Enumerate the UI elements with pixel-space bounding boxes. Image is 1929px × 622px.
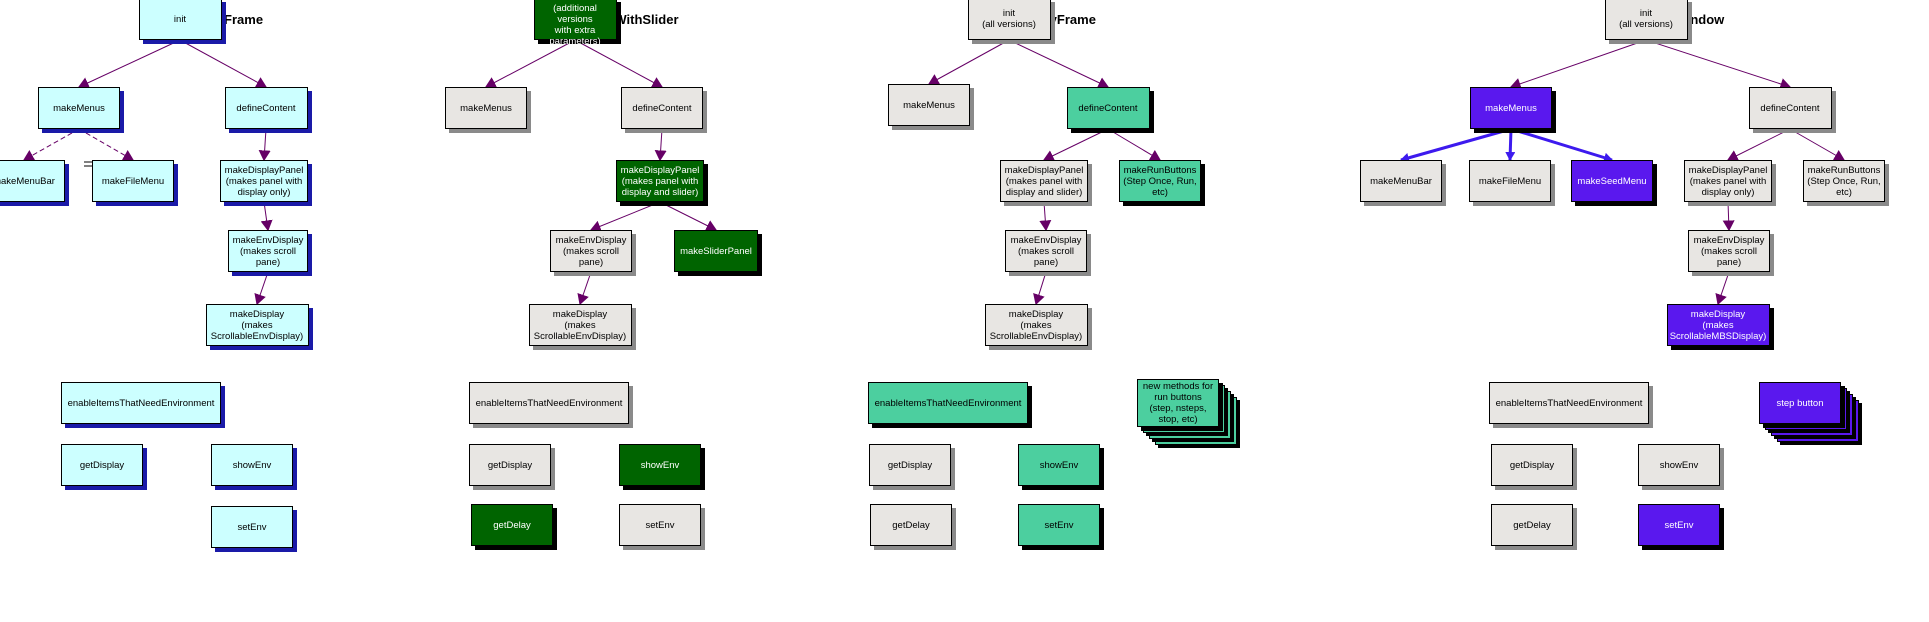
method-node-make-display-panel: makeDisplayPanel (makes panel with displ… [220,160,308,202]
method-node-make-display: makeDisplay (makes ScrollableMBSDisplay) [1666,304,1770,346]
method-node-get-delay: getDelay [870,504,952,546]
call-edge-define-content-to-make-run-buttons [1789,128,1846,161]
call-edge-make-env-display-to-make-display [577,271,592,306]
method-node-enable-items: enableItemsThatNeedEnvironment [469,382,629,424]
method-node-make-seed-menu: makeSeedMenu [1571,160,1653,202]
method-node-enable-items: enableItemsThatNeedEnvironment [1489,382,1649,424]
method-node-enable-items: enableItemsThatNeedEnvironment [61,382,221,424]
method-node-define-content: defineContent [1748,87,1832,129]
call-edge-make-display-panel-to-make-env-display [589,201,661,232]
method-node-enable-items: enableItemsThatNeedEnvironment [868,382,1028,424]
call-edge-make-env-display-to-make-display [254,271,269,306]
call-edge-make-menus-to-make-seed-menu [1510,127,1613,163]
call-edge-init-to-make-menus [927,39,1010,85]
method-node-get-display: getDisplay [1491,444,1573,486]
method-node-get-display: getDisplay [469,444,551,486]
method-node-show-env: showEnv [211,444,293,486]
method-node-init: init (all versions) [1604,0,1688,40]
method-node-make-env-display: makeEnvDisplay (makes scroll pane) [1688,230,1770,272]
call-edge-make-menus-to-make-menu-bar [1400,127,1512,163]
method-node-make-menus: makeMenus [445,87,527,129]
call-edge-init-to-define-content [179,39,268,88]
method-node-show-env: showEnv [619,444,701,486]
method-node-make-display-panel: makeDisplayPanel (makes panel with displ… [616,160,704,202]
method-node-make-display: makeDisplay (makes ScrollableEnvDisplay) [205,304,309,346]
method-node-get-display: getDisplay [869,444,951,486]
call-edge-define-content-to-make-run-buttons [1107,128,1162,161]
call-edge-init-to-define-content [1008,39,1110,89]
call-edge-make-menus-to-make-menu-bar [22,128,80,161]
method-node-make-display: makeDisplay (makes ScrollableEnvDisplay) [528,304,632,346]
method-node-show-env: showEnv [1638,444,1720,486]
method-node-set-env: setEnv [1018,504,1100,546]
call-edge-make-env-display-to-make-display [1033,271,1047,306]
method-node-define-content: defineContent [1066,87,1150,129]
call-edge-define-content-to-make-display-panel [1726,128,1791,162]
method-node-make-slider-panel: makeSliderPanel [674,230,758,272]
call-edge-make-env-display-to-make-display [1715,271,1730,306]
call-edge-init-to-make-menus [484,39,576,88]
method-node-get-delay: getDelay [1491,504,1573,546]
call-edge-make-display-panel-to-make-slider-panel [659,201,718,232]
method-node-make-display-panel: makeDisplayPanel (makes panel with displ… [1684,160,1772,202]
method-node-define-content: defineContent [224,87,308,129]
method-node-init: init [138,0,222,40]
method-node-make-file-menu: makeFileMenu [1469,160,1551,202]
call-edge-define-content-to-make-display-panel [1042,128,1109,162]
call-edge-init-to-make-menus [1509,39,1647,90]
method-node-make-display: makeDisplay (makes ScrollableEnvDisplay) [984,304,1088,346]
method-node-make-menus: makeMenus [38,87,120,129]
method-node-define-content: defineContent [621,87,703,129]
method-node-show-env: showEnv [1018,444,1100,486]
call-edge-make-menus-to-make-file-menu [78,128,135,161]
call-edge-init-to-define-content [1645,39,1792,90]
method-node-make-menu-bar: makeMenuBar [0,160,65,202]
call-edge-make-menus-to-make-file-menu [1505,128,1516,161]
method-node-make-env-display: makeEnvDisplay (makes scroll pane) [550,230,632,272]
method-node-make-file-menu: makeFileMenu [92,160,174,202]
call-edge-init-to-define-content [574,39,664,88]
method-node-make-display-panel: makeDisplayPanel (makes panel with displ… [1000,160,1088,202]
method-node-set-env: setEnv [619,504,701,546]
method-node-get-display: getDisplay [61,444,143,486]
call-edge-make-display-panel-to-make-env-display [1722,201,1735,232]
call-edge-define-content-to-make-display-panel [654,128,667,162]
method-node-make-env-display: makeEnvDisplay (makes scroll pane) [1005,230,1087,272]
method-node-make-run-buttons: makeRunButtons (Step Once, Run, etc) [1119,160,1201,202]
call-edge-make-display-panel-to-make-env-display [260,201,273,232]
call-edge-init-to-make-menus [77,39,181,89]
method-node-new-methods: new methods for run buttons (step, nstep… [1137,379,1219,427]
method-node-make-menu-bar: makeMenuBar [1360,160,1442,202]
method-node-make-menus: makeMenus [1470,87,1552,129]
method-node-set-env: setEnv [1638,504,1720,546]
method-node-make-menus: makeMenus [888,84,970,126]
method-node-make-env-display: makeEnvDisplay (makes scroll pane) [228,230,308,272]
method-node-init: init (all versions) [967,0,1051,40]
method-node-get-delay: getDelay [471,504,553,546]
call-edge-make-display-panel-to-make-env-display [1039,201,1052,232]
call-edge-define-content-to-make-display-panel [258,128,271,162]
method-node-make-run-buttons: makeRunButtons (Step Once, Run, etc) [1803,160,1885,202]
method-node-init: init (additional versions with extra par… [533,0,617,47]
method-node-set-env: setEnv [211,506,293,548]
method-node-step-button: step button [1759,382,1841,424]
